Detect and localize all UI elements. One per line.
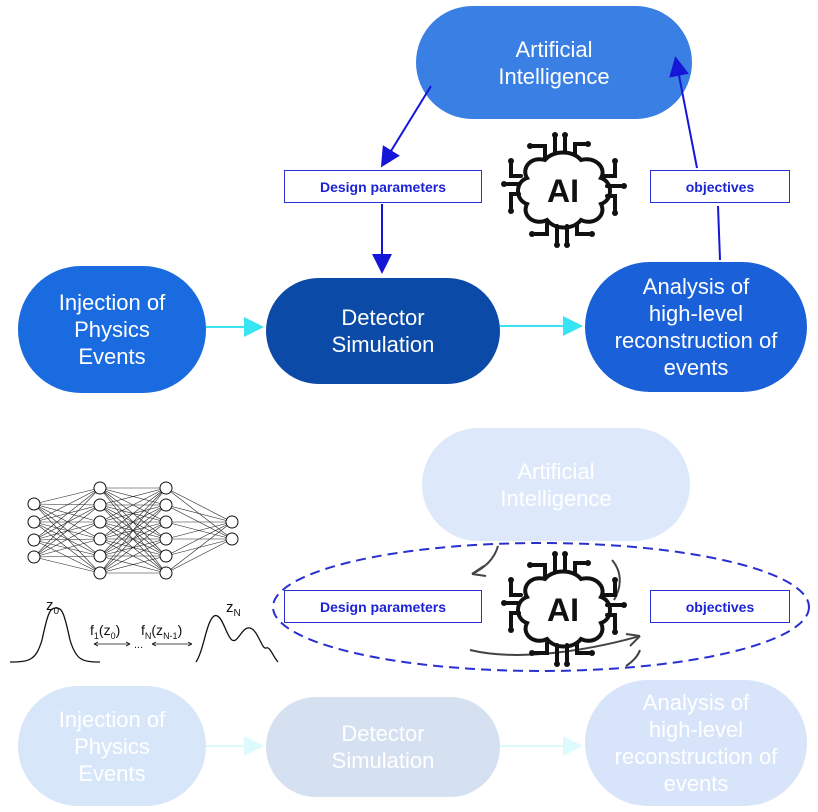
nn-node	[159, 566, 173, 580]
nn-node	[159, 481, 173, 495]
node-analysis-reconstruction-faded: Analysis of high-level reconstruction of…	[585, 680, 807, 806]
node-detector-simulation: Detector Simulation	[266, 278, 500, 384]
nn-node	[27, 550, 41, 564]
svg-text:...: ...	[134, 639, 143, 651]
svg-text:z0: z0	[46, 597, 60, 617]
nn-node	[159, 532, 173, 546]
nn-node	[93, 566, 107, 580]
design-parameters-box-bottom: Design parameters	[284, 590, 482, 623]
design-parameters-box: Design parameters	[284, 170, 482, 203]
nn-node	[159, 498, 173, 512]
nn-node	[27, 515, 41, 529]
objectives-box: objectives	[650, 170, 790, 203]
node-injection-physics-events: Injection of Physics Events	[18, 266, 206, 393]
svg-text:AI: AI	[547, 173, 579, 209]
nn-node	[27, 497, 41, 511]
objectives-box-bottom: objectives	[650, 590, 790, 623]
node-artificial-intelligence-faded: Artificial Intelligence	[422, 428, 690, 541]
svg-text:zN: zN	[226, 599, 241, 619]
nn-node	[225, 515, 239, 529]
nn-node	[93, 532, 107, 546]
arrow-ai-to-design	[380, 85, 432, 168]
node-analysis-reconstruction: Analysis of high-level reconstruction of…	[585, 262, 807, 392]
svg-text:f1(z0): f1(z0)	[90, 622, 120, 641]
node-detector-simulation-faded: Detector Simulation	[266, 697, 500, 797]
nn-node	[93, 481, 107, 495]
arrow-analysis-to-objectives	[717, 205, 721, 261]
nn-node	[93, 549, 107, 563]
loop-arrow-tail	[625, 649, 641, 667]
nn-node	[159, 515, 173, 529]
nn-node	[93, 498, 107, 512]
multimodal-curve	[195, 615, 279, 663]
svg-text:fN(zN-1): fN(zN-1)	[141, 622, 182, 641]
nn-node	[159, 549, 173, 563]
node-artificial-intelligence: Artificial Intelligence	[416, 6, 692, 119]
arrow-objectives-to-ai	[669, 56, 698, 169]
loop-arrow-right	[611, 559, 621, 601]
nn-node	[93, 515, 107, 529]
gaussian-curve	[9, 607, 101, 663]
dashed-ellipse	[272, 542, 810, 672]
node-injection-physics-events-faded: Injection of Physics Events	[18, 686, 206, 806]
svg-text:AI: AI	[547, 592, 579, 628]
nn-node	[225, 532, 239, 546]
nn-node	[27, 533, 41, 547]
